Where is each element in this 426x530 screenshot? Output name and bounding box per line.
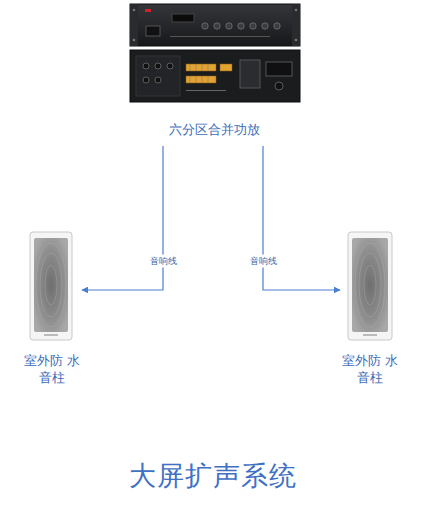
speaker-symbol [30,232,72,340]
cable-label: 音响线 [249,255,278,268]
diagram-title: 大屏扩声系统 [0,458,426,494]
amplifier-symbol [130,4,300,102]
speaker-node: 室外防 水音柱 [340,230,400,392]
device-label: 六分区合并功放 [128,121,300,138]
speaker-symbol [348,232,392,340]
speaker-label: 室外防 水音柱 [22,352,82,386]
cable-connector [263,146,340,290]
amplifier-node: 六分区合并功放 [128,0,300,146]
speaker-label: 室外防 水音柱 [340,352,400,386]
speaker-node: 室外防 水音柱 [22,230,82,392]
cable-label: 音响线 [149,255,178,268]
cable-connector [82,146,163,290]
